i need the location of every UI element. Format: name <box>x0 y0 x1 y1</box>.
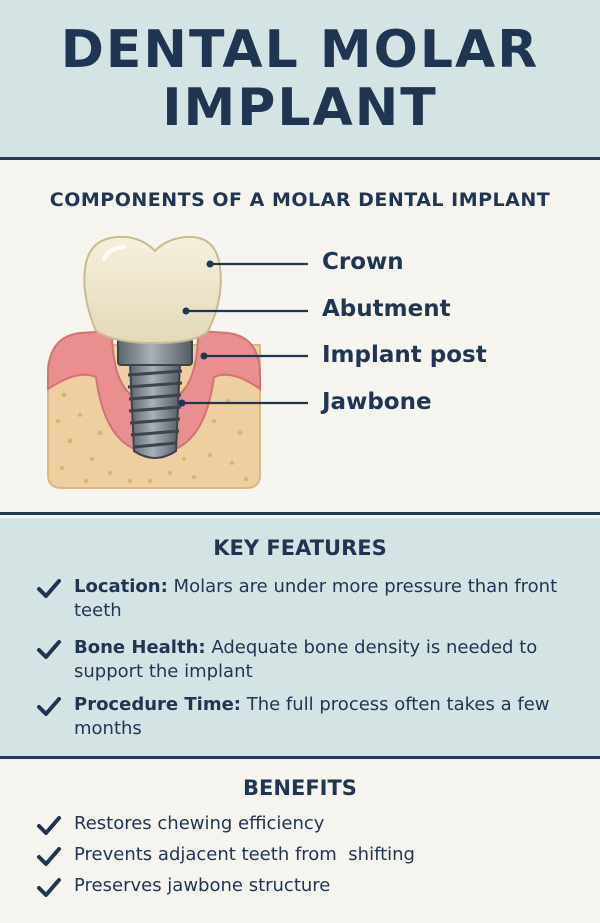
feature-text: Molars are under more pressure than fron… <box>74 576 558 621</box>
label-implant-post: Implant post <box>322 342 487 368</box>
label-jawbone: Jawbone <box>322 389 432 415</box>
components-section: COMPONENTS OF A MOLAR DENTAL IMPLANT <box>0 163 600 515</box>
feature-key: Procedure Time: <box>74 694 241 715</box>
leader-lines <box>182 262 308 405</box>
label-abutment: Abutment <box>322 296 451 322</box>
benefit-text: Restores chewing efficiency <box>74 813 325 834</box>
page-title-line-2: IMPLANT <box>162 77 438 138</box>
benefit-text: Prevents adjacent teeth from shifting <box>74 844 415 865</box>
check-icon <box>37 878 61 897</box>
key-features-section: KEY FEATURES Location: Molars are under … <box>0 518 600 759</box>
header-banner: DENTAL MOLAR IMPLANT <box>0 0 600 160</box>
page-title-line-1: DENTAL MOLAR <box>60 19 540 80</box>
check-icon <box>37 697 61 716</box>
crown-shape <box>83 235 222 345</box>
feature-key: Bone Health: <box>74 637 206 658</box>
benefit-text: Preserves jawbone structure <box>74 875 331 896</box>
check-icon <box>37 847 61 866</box>
components-title: COMPONENTS OF A MOLAR DENTAL IMPLANT <box>49 189 551 211</box>
implant-diagram <box>47 235 308 489</box>
benefits-title: BENEFITS <box>243 776 357 800</box>
check-icon <box>37 816 61 835</box>
feature-key: Location: <box>74 576 168 597</box>
feature-text: The full process often takes a few month… <box>74 694 550 739</box>
leader-dots <box>178 260 214 407</box>
check-icon <box>37 640 61 659</box>
benefits-section: BENEFITS Restores chewing efficiency Pre… <box>0 762 600 923</box>
key-features-title: KEY FEATURES <box>213 536 387 560</box>
gum-shape <box>47 329 261 455</box>
implant-post-shape <box>127 362 183 459</box>
feature-text: Adequate bone density is needed to suppo… <box>74 637 538 682</box>
label-crown: Crown <box>322 249 404 275</box>
check-icon <box>37 579 61 598</box>
